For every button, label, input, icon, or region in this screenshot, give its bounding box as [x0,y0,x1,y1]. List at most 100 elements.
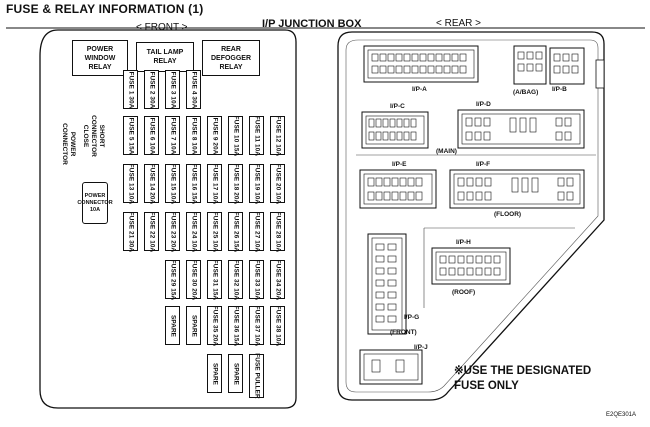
fuse-slot: FUSE 30 20A [186,259,201,300]
fuse-slot: FUSE 5 15A [123,116,138,155]
fuse-label: FUSE 29 15A [169,259,176,300]
fuse-label: FUSE 10 15A [232,115,239,156]
fuse-slot: FUSE 11 10A [249,115,264,156]
fuse-slot: FUSE 35 20A [207,305,222,346]
fuse-slot: FUSE 24 10A [186,211,201,252]
connector-ip-c-label: I/P-C [390,103,405,110]
fuse-label: FUSE 1 30A [127,71,134,108]
fuse-slot: FUSE 15 10A [165,163,180,204]
fuse-label: FUSE 5 15A [127,117,134,154]
fuse-slot: FUSE 21 30A [123,211,138,252]
connector-ip-b [549,47,585,85]
power-connector-label: POWER CONNECTOR [61,123,76,165]
fuse-label: SPARE [169,314,176,337]
fuse-label: FUSE 19 10A [253,163,260,204]
fuse-label: FUSE 27 10A [253,211,260,252]
fuse-slot: FUSE 9 20A [207,116,222,155]
junction-box-title: I/P JUNCTION BOX [262,18,362,30]
fuse-slot: FUSE 36 15A [228,305,243,346]
fuse-label: FUSE 4 30A [190,71,197,108]
fuse-label: FUSE 25 10A [211,211,218,252]
rear-defogger-relay: REAR DEFOGGER RELAY [202,40,260,76]
fuse-slot: FUSE 32 10A [228,259,243,300]
fuse-label: FUSE 34 20A [274,259,281,300]
fuse-label: FUSE 9 20A [211,117,218,154]
fuse-slot: FUSE 13 10A [123,163,138,204]
power-window-relay: POWER WINDOW RELAY [72,40,128,76]
fuse-label: FUSE 32 10A [232,259,239,300]
fuse-slot: FUSE 17 10A [207,163,222,204]
fuse-slot: FUSE 12 10A [270,115,285,156]
fuse-label: FUSE 18 20A [232,163,239,204]
fuse-label: FUSE 11 10A [253,115,260,156]
roof-label: (ROOF) [452,289,476,296]
fuse-slot: FUSE 29 15A [165,259,180,300]
fuse-label: FUSE 33 10A [253,259,260,300]
power-connector-10a: POWER CONNECTOR 10A [77,182,113,224]
fuse-slot: FUSE 26 15A [228,211,243,252]
fuse-label: FUSE 31 15A [211,259,218,300]
fuse-slot: FUSE 28 10A [270,211,285,252]
fuse-label: FUSE 8 10A [190,117,197,154]
fuse-label: FUSE 21 30A [127,211,134,252]
fuse-label: SPARE [232,362,239,385]
fuse-label: SPARE [211,362,218,385]
fuse-slot: SPARE [207,354,222,393]
fuse-slot: FUSE 19 10A [249,163,264,204]
fuse-slot: FUSE 10 15A [228,115,243,156]
connector-ip-e-label: I/P-E [392,161,407,168]
connector-ip-g [367,233,407,335]
fuse-slot: FUSE 27 10A [249,211,264,252]
connector-ip-e [359,169,437,209]
fuse-slot: FUSE 20 10A [270,163,285,204]
connector-ip-d-label: I/P-D [476,101,491,108]
fuse-slot: FUSE 1 30A [123,70,138,109]
fuse-label: FUSE 22 10A [148,211,155,252]
fuse-label: FUSE 14 20A [148,163,155,204]
fuse-label: FUSE PULLER [253,353,260,399]
fuse-label: FUSE 20 10A [274,163,281,204]
connector-ip-f [449,169,585,209]
fuse-label: FUSE 30 20A [190,259,197,300]
abag-label: (A/BAG) [513,89,539,96]
fuse-slot: FUSE 22 10A [144,211,159,252]
connector-abag [513,45,547,85]
fuse-label: FUSE 15 10A [169,163,176,204]
fuse-slot: FUSE 31 15A [207,259,222,300]
fuse-label: FUSE 24 10A [190,211,197,252]
fuse-slot: FUSE PULLER [249,353,264,399]
fuse-slot: FUSE 34 20A [270,259,285,300]
fuse-slot: SPARE [165,306,180,345]
fuse-slot: FUSE 14 20A [144,163,159,204]
fuse-label: FUSE 23 20A [169,211,176,252]
fuse-label: FUSE 35 20A [211,305,218,346]
fuse-slot: SPARE [228,354,243,393]
fuse-slot: FUSE 4 30A [186,70,201,109]
connector-ip-h-label: I/P-H [456,239,471,246]
connector-ip-d [457,109,585,149]
fuse-label: FUSE 3 10A [169,71,176,108]
floor-label: (FLOOR) [494,211,522,218]
rear-label: < REAR > [436,18,482,29]
fuse-slot: FUSE 25 10A [207,211,222,252]
fuse-slot: FUSE 3 10A [165,70,180,109]
fuse-label: FUSE 12 10A [274,115,281,156]
fuse-slot: FUSE 16 15A [186,163,201,204]
fuse-label: FUSE 26 15A [232,211,239,252]
fuse-label: FUSE 13 10A [127,163,134,204]
connector-ip-a [363,45,479,83]
fuse-slot: FUSE 8 10A [186,116,201,155]
fuse-slot: FUSE 38 10A [270,305,285,346]
connector-ip-g-label: I/P-G [404,314,420,321]
connector-ip-h [431,247,511,285]
image-code: E2QE301A [606,412,637,418]
fuse-slot: FUSE 6 10A [144,116,159,155]
fuse-label: FUSE 2 30A [148,71,155,108]
fuse-slot: FUSE 7 10A [165,116,180,155]
main-label: (MAIN) [436,148,457,155]
front-connector-label: (FRONT) [390,329,417,336]
short-connector-label: SHORT CONNECTOR CLOSE [82,115,105,157]
fuse-label: FUSE 6 10A [148,117,155,154]
designated-fuse-note: ※USE THE DESIGNATED FUSE ONLY [454,365,592,392]
